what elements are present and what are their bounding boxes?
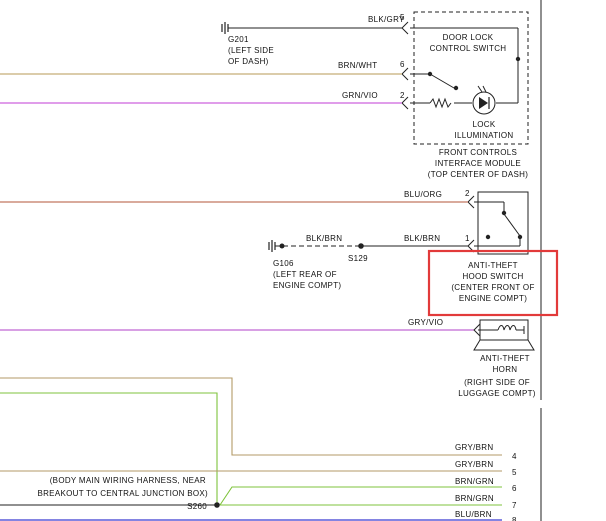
hood-switch-contact-2 xyxy=(517,234,523,240)
wire-label-blk-brn-2: BLK/BRN xyxy=(404,234,440,243)
lock-label: LOCK xyxy=(473,120,496,129)
fcim-location: (TOP CENTER OF DASH) xyxy=(428,170,528,179)
hood-switch-label-2: HOOD SWITCH xyxy=(462,272,523,281)
g106-location-2: ENGINE COMPT) xyxy=(273,281,341,290)
fcim-label: FRONT CONTROLS xyxy=(439,148,517,157)
harness-note-2: BREAKOUT TO CENTRAL JUNCTION BOX) xyxy=(37,489,208,498)
connector-arrow-pin5 xyxy=(401,21,409,35)
pin-2-label: 2 xyxy=(400,91,405,100)
hood-switch-internal xyxy=(474,201,521,247)
connector-arrow-horn xyxy=(473,323,481,337)
harness-note-1: (BODY MAIN WIRING HARNESS, NEAR xyxy=(50,476,206,485)
hood-switch-location-2: ENGINE COMPT) xyxy=(459,294,527,303)
wire-label-blk-brn-1: BLK/BRN xyxy=(306,234,342,243)
ground-g106-symbol xyxy=(268,240,276,252)
wire-label-blu-org: BLU/ORG xyxy=(404,190,442,199)
pin-6-label: 6 xyxy=(400,60,405,69)
door-switch-contact xyxy=(427,71,433,77)
s129-label: S129 xyxy=(348,254,368,263)
pin-6b-label: 6 xyxy=(512,484,517,493)
wire-label-gry-vio: GRY/VIO xyxy=(408,318,443,327)
horn-label-2: HORN xyxy=(493,365,518,374)
horn-location-1: (RIGHT SIDE OF xyxy=(464,378,530,387)
pin-4-label: 4 xyxy=(512,452,517,461)
splice-s260-dot xyxy=(214,502,220,508)
lock-illumination-led-icon xyxy=(472,85,496,115)
pin-1-label: 1 xyxy=(465,234,470,243)
door-switch-contact-2 xyxy=(453,85,459,91)
g201-label: G201 xyxy=(228,35,249,44)
wire-label-grn-vio: GRN/VIO xyxy=(342,91,378,100)
fcim-label-2: INTERFACE MODULE xyxy=(435,159,521,168)
highlight-box xyxy=(427,249,559,317)
fcim-internal-wiring xyxy=(410,27,519,109)
wire-gry-brn-4 xyxy=(0,377,502,456)
wire-label-blk-gry: BLK/GRY xyxy=(368,15,405,24)
wire-label-brn-grn-6: BRN/GRN xyxy=(455,477,494,486)
pin-7-label: 7 xyxy=(512,501,517,510)
hood-switch-location-1: (CENTER FRONT OF xyxy=(451,283,534,292)
fcim-junction xyxy=(515,56,521,62)
wire-grn-riser xyxy=(0,392,218,505)
illumination-label: ILLUMINATION xyxy=(454,131,513,140)
wire-label-brn-wht: BRN/WHT xyxy=(338,61,377,70)
hood-switch-contact-3 xyxy=(485,234,491,240)
pin-8-label: 8 xyxy=(512,516,517,521)
ground-splice-dot xyxy=(279,243,285,249)
g106-location-1: (LEFT REAR OF xyxy=(273,270,337,279)
wire-label-gry-brn-5: GRY/BRN xyxy=(455,460,493,469)
wire-label-gry-brn-4: GRY/BRN xyxy=(455,443,493,452)
horn-location-2: LUGGAGE COMPT) xyxy=(458,389,536,398)
hood-switch-box xyxy=(477,191,529,255)
wire-label-brn-grn-7: BRN/GRN xyxy=(455,494,494,503)
pin-2b-label: 2 xyxy=(465,189,470,198)
door-lock-label-2: CONTROL SWITCH xyxy=(430,44,507,53)
wire-label-blu-brn-8: BLU/BRN xyxy=(455,510,492,519)
hood-switch-contact xyxy=(501,210,507,216)
g106-label: G106 xyxy=(273,259,294,268)
wire-brn-grn-6 xyxy=(219,486,502,506)
horn-label: ANTI-THEFT xyxy=(480,354,530,363)
s260-label: S260 xyxy=(187,502,207,511)
pin-5b-label: 5 xyxy=(512,468,517,477)
door-lock-label: DOOR LOCK xyxy=(443,33,494,42)
connector-arrow-pin6 xyxy=(401,67,409,81)
g201-location-1: (LEFT SIDE xyxy=(228,46,274,55)
fcim-module-box xyxy=(413,11,529,145)
ground-g201-symbol xyxy=(221,22,229,34)
g201-location-2: OF DASH) xyxy=(228,57,269,66)
pin-5-label: 5 xyxy=(400,13,405,22)
hood-switch-label: ANTI-THEFT xyxy=(468,261,518,270)
anti-theft-horn-icon xyxy=(473,319,535,351)
